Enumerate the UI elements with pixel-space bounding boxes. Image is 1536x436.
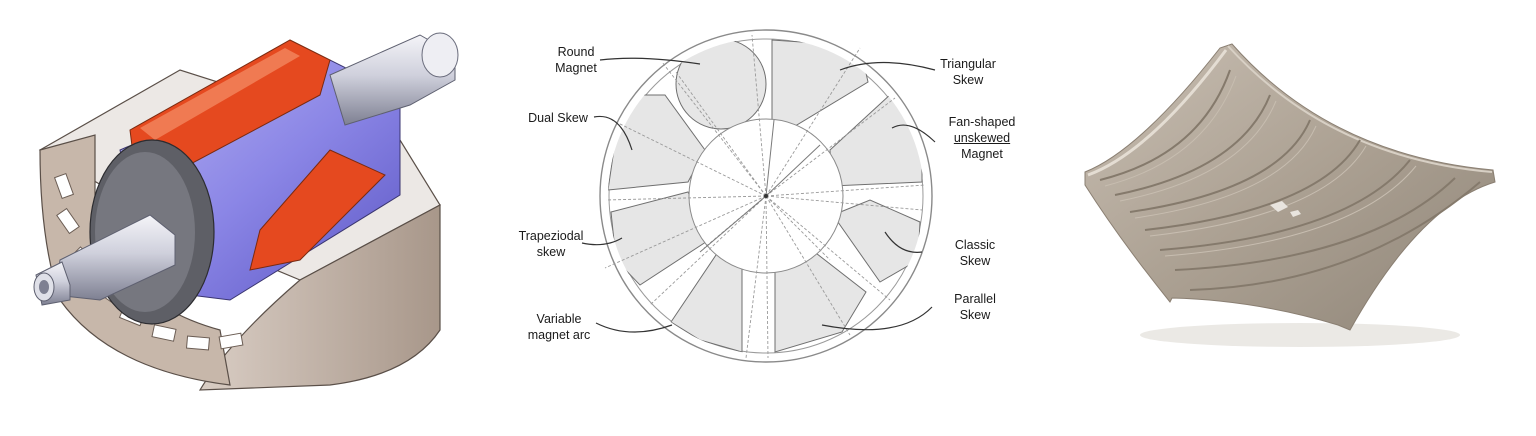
rotor-inner-ring xyxy=(608,38,924,354)
label-trapezoidal-skew: Trapeziodal skew xyxy=(518,229,584,259)
stator-outer-shell xyxy=(198,203,441,391)
label-classic-skew: Classic Skew xyxy=(954,238,996,268)
label-dual-skew: Dual Skew xyxy=(528,111,588,125)
label-variable-magnet-arc: Variable magnet arc xyxy=(527,312,591,342)
label-fan-shaped-magnet: Fan-shaped unskewed Magnet xyxy=(948,115,1016,161)
rotor-magnet-top-highlight xyxy=(140,48,300,140)
lamination-lines xyxy=(1099,69,1481,291)
magnet-shapes xyxy=(608,38,923,353)
label-parallel-skew: Parallel Skew xyxy=(954,292,996,322)
label-triangular-skew: Triangular Skew xyxy=(940,57,996,87)
rotor-magnet-right xyxy=(249,149,386,271)
magnet-shapes-diagram xyxy=(581,29,936,363)
label-round-magnet: Round Magnet xyxy=(555,45,597,75)
curved-laminated-magnet-photo xyxy=(1084,43,1496,347)
label-leader-lines xyxy=(581,57,936,333)
variable-magnet-arc-shape xyxy=(670,251,743,353)
motor-cutaway-illustration xyxy=(33,32,459,391)
